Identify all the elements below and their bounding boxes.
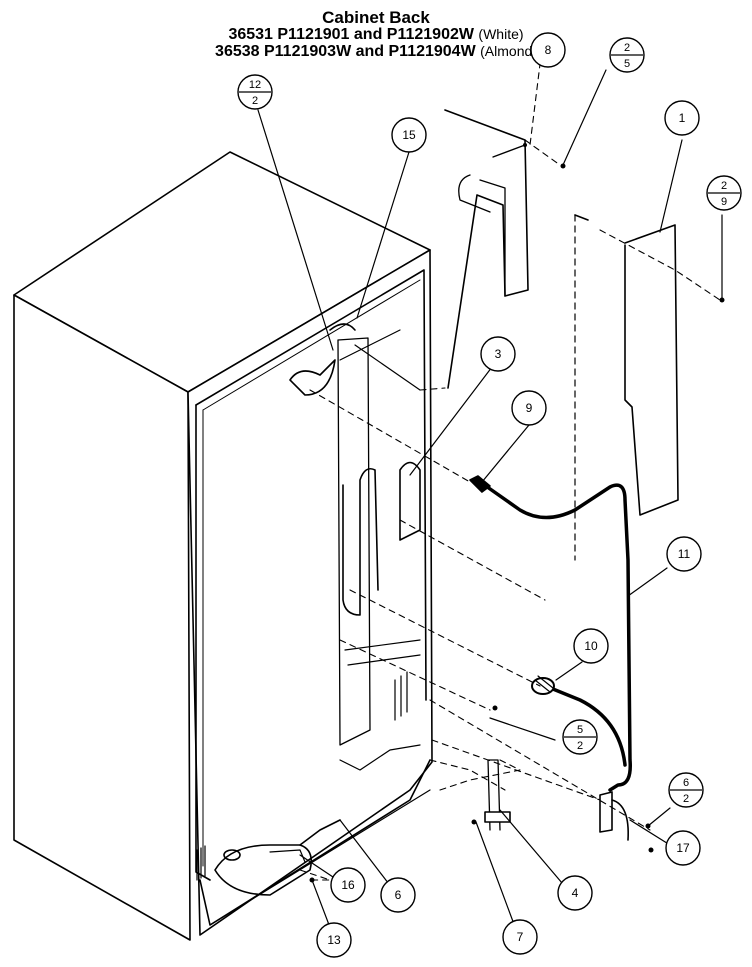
cabinet-body <box>13 151 433 941</box>
fraction-bottom-12-2: 2 <box>252 95 258 107</box>
callout-label-7: 7 <box>517 930 524 944</box>
callout-label-6: 6 <box>395 888 402 902</box>
screw-markers <box>309 143 725 883</box>
callout-1 <box>664 100 700 136</box>
callout-9 <box>511 390 547 426</box>
callout-15 <box>391 117 427 153</box>
callout-17 <box>665 830 701 866</box>
callout-8 <box>530 32 566 68</box>
callout-label-4: 4 <box>572 886 579 900</box>
color-white-label: (White) <box>478 26 524 42</box>
fraction-top-2-5: 2 <box>624 42 630 54</box>
callout-label-10: 10 <box>584 639 598 653</box>
callout-6 <box>380 877 416 913</box>
compressor-assembly <box>214 819 341 896</box>
callout-11 <box>666 536 702 572</box>
callout-label-9: 9 <box>526 401 533 415</box>
wire-harness-11 <box>481 482 632 792</box>
color-almond-label: (Almond) <box>480 43 537 59</box>
fraction-top-6-2: 6 <box>683 777 689 789</box>
fraction-bottom-2-9: 9 <box>721 196 727 208</box>
callout-7 <box>502 919 538 955</box>
callout-label-16: 16 <box>341 878 355 892</box>
callout-label-11: 11 <box>678 547 691 561</box>
model-numbers-almond: 36538 P1121903W and P1121904W <box>215 43 476 60</box>
fraction-bottom-5-2: 2 <box>577 740 583 752</box>
callout-label-1: 1 <box>679 111 686 125</box>
callout-13 <box>316 922 352 958</box>
terminal-block-17 <box>599 791 629 841</box>
callout-label-15: 15 <box>402 128 416 142</box>
callout-label-8: 8 <box>545 43 552 57</box>
callout-label-13: 13 <box>327 933 341 947</box>
model-numbers-white: 36531 P1121901 and P1121902W <box>228 26 474 43</box>
model-line-almond: 36538 P1121903W and P1121904W (Almond) <box>0 43 752 61</box>
cover-panel-1 <box>574 214 679 561</box>
connector-10 <box>531 675 555 695</box>
bracket-4 <box>484 759 511 831</box>
fraction-bottom-2-5: 5 <box>624 58 630 70</box>
callout-label-17: 17 <box>676 841 690 855</box>
connector-9 <box>469 475 491 493</box>
leader-lines <box>299 39 721 881</box>
fraction-bottom-6-2: 2 <box>683 793 689 805</box>
callout-4 <box>557 875 593 911</box>
model-line-white: 36531 P1121901 and P1121902W (White) <box>0 26 752 44</box>
callout-10 <box>573 628 609 664</box>
condenser-tubing <box>289 323 421 746</box>
callout-label-3: 3 <box>495 347 502 361</box>
diagram-title: Cabinet Back <box>322 8 430 27</box>
callout-3 <box>480 336 516 372</box>
fraction-top-2-9: 2 <box>721 180 727 192</box>
callout-16 <box>330 867 366 903</box>
fraction-top-12-2: 12 <box>249 79 261 91</box>
fraction-top-5-2: 5 <box>577 724 583 736</box>
